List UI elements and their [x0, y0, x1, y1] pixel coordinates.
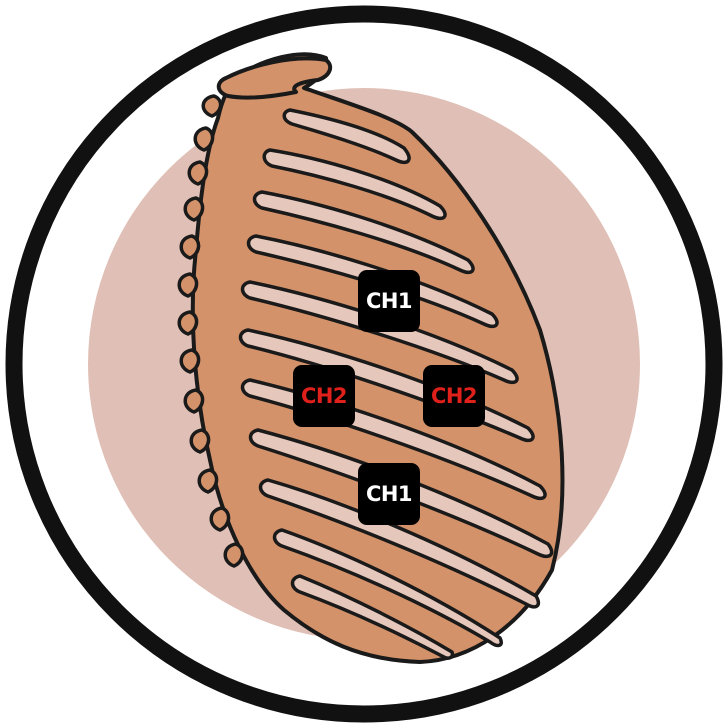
electrode-label: CH1	[365, 289, 413, 313]
electrode-pad-ch1-lower: CH1	[358, 463, 420, 525]
electrode-pad-ch1-upper: CH1	[358, 270, 420, 332]
electrode-label: CH2	[430, 384, 478, 408]
electrode-label: CH2	[300, 384, 348, 408]
electrode-pad-ch2-right: CH2	[423, 365, 485, 427]
electrode-label: CH1	[365, 482, 413, 506]
spine	[177, 94, 245, 568]
electrode-pad-ch2-left: CH2	[293, 365, 355, 427]
clavicle	[216, 56, 333, 100]
